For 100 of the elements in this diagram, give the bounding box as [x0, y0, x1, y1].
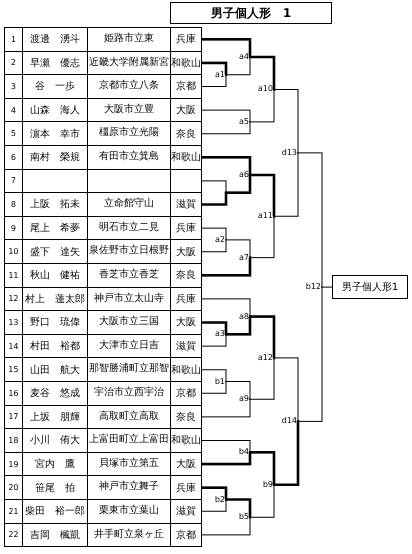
table-row [4, 98, 202, 122]
match-label: d14 [277, 416, 297, 426]
entry-number: 18 [8, 436, 18, 445]
prefecture-name: 滋賀 [176, 505, 196, 518]
school-name: 大阪市立三国 [99, 317, 160, 328]
table-row [4, 334, 202, 358]
player-name: 上阪 拓未 [30, 198, 80, 212]
bracket-line [320, 286, 332, 288]
school-name: 立命館守山 [104, 199, 154, 210]
school-name: 神戸市立舞子 [99, 482, 160, 493]
bracket-line [202, 256, 252, 277]
school-name: 京都市立八条 [99, 81, 160, 92]
bracket-line [248, 216, 274, 258]
prefecture-name: 兵庫 [176, 32, 196, 46]
player-name: 南村 榮規 [30, 150, 80, 164]
bracket-line [202, 381, 226, 394]
match-label: b2 [205, 494, 225, 504]
table-row [4, 50, 202, 76]
entry-number: 3 [10, 82, 16, 91]
match-label: a9 [229, 394, 249, 404]
table-row [4, 428, 202, 453]
entry-number: 6 [10, 152, 16, 162]
match-label: b5 [229, 512, 249, 522]
bracket-line [272, 88, 298, 154]
prefecture-name: 京都 [176, 80, 196, 94]
bracket-line [249, 174, 276, 218]
bracket-line [296, 152, 322, 288]
table-row [4, 192, 202, 217]
entry-number: 4 [10, 106, 16, 115]
table-row [4, 357, 202, 382]
entry-number: 14 [8, 342, 18, 351]
table-row [4, 475, 202, 500]
bracket-line [296, 286, 322, 422]
prefecture-name: 滋賀 [176, 198, 196, 212]
prefecture-name: 大阪 [176, 246, 196, 259]
table-row [4, 452, 202, 476]
bracket-line [202, 321, 228, 336]
bracket-line [202, 110, 250, 122]
entry-number: 10 [8, 247, 18, 256]
table-row [4, 216, 202, 240]
school-name: 橿原市立光陽 [99, 128, 160, 139]
prefecture-name: 奈良 [176, 410, 196, 424]
player-name: 笹尾 拍 [34, 482, 75, 495]
bracket-line [202, 74, 226, 87]
match-label: a1 [205, 70, 225, 80]
table-row [4, 168, 202, 194]
title-box: 男子個人形 1 [170, 2, 332, 24]
bracket-line [272, 152, 298, 217]
entry-number: 8 [10, 200, 16, 209]
bracket-line [225, 315, 252, 336]
entry-number: 12 [8, 294, 18, 304]
bracket-line [202, 228, 226, 240]
match-label: b1 [205, 376, 225, 386]
prefecture-name: 奈良 [176, 128, 196, 141]
match-label: a4 [229, 52, 249, 62]
school-name: 貝塚市立第五 [99, 458, 160, 470]
table-row [4, 121, 202, 146]
bracket-line [249, 56, 276, 91]
bracket-line [249, 451, 276, 486]
player-name: 濵本 幸市 [30, 128, 80, 141]
player-name: 早瀬 優志 [30, 56, 80, 70]
bracket-line [224, 381, 250, 400]
player-name: 尾上 希夢 [30, 222, 80, 236]
match-label: a2 [205, 234, 225, 245]
match-label: a6 [229, 170, 249, 180]
entry-number: 11 [8, 270, 18, 280]
bracket-line [249, 315, 276, 360]
school-name: 宇治市立西宇治 [94, 388, 164, 399]
entry-number: 16 [8, 388, 18, 398]
school-name: 神戸市立太山寺 [94, 294, 164, 304]
school-name: 栗東市立葉山 [99, 506, 160, 517]
bracket-line [224, 239, 250, 258]
school-name: 井手町立泉ヶ丘 [94, 530, 164, 540]
bracket-line [202, 398, 250, 418]
player-name: 山田 航大 [30, 364, 80, 377]
school-name: 大津市立日吉 [99, 340, 160, 352]
bracket-line [202, 174, 252, 206]
match-label: a8 [229, 312, 249, 322]
table-row [4, 286, 202, 312]
bracket-line [202, 121, 250, 134]
player-name: 宮内 鷹 [34, 458, 75, 472]
bracket-line [202, 440, 250, 453]
entry-number: 17 [8, 412, 18, 422]
prefecture-name: 兵庫 [176, 482, 196, 495]
prefecture-name: 和歌山 [171, 150, 202, 164]
table-row [4, 499, 202, 524]
entry-number: 9 [10, 224, 16, 233]
prefecture-name: 兵庫 [176, 222, 196, 236]
player-name: 村田 裕都 [30, 340, 80, 354]
entry-number: 22 [8, 530, 18, 540]
bracket-line [202, 38, 252, 58]
bracket-line [248, 357, 274, 400]
table-row [4, 263, 202, 288]
entry-number: 13 [8, 318, 18, 327]
bracket-line [202, 239, 226, 252]
prefecture-name: 京都 [176, 528, 196, 542]
bracket-line [248, 88, 274, 122]
bracket-line [224, 56, 250, 76]
bracket-line [202, 499, 226, 512]
player-name: 村上 蓮太郎 [24, 292, 85, 306]
